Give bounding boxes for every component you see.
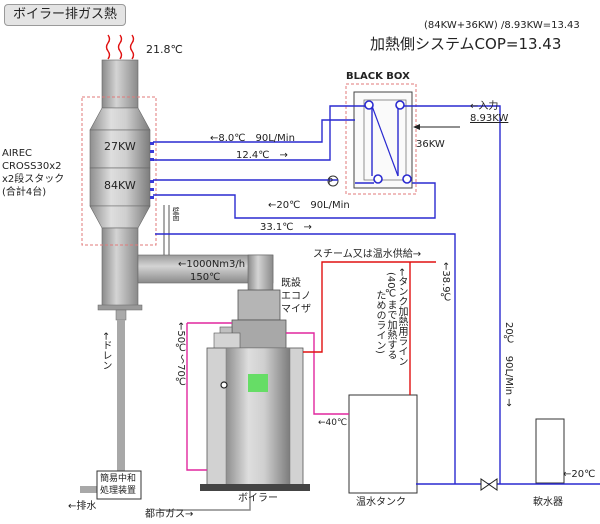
water-softener	[535, 418, 565, 484]
black-box-label: BLACK BOX	[346, 71, 410, 82]
hot-water-tank	[348, 394, 418, 494]
boiler-unit	[200, 332, 310, 491]
inlet-temperature: ←20℃	[563, 469, 596, 480]
tank-heating-line-note2: ためのライン)	[374, 290, 385, 354]
steam-supply-label: スチーム又は温水供給→	[313, 249, 422, 260]
heatpump-output-kw: 36KW	[416, 139, 445, 150]
temperature-50-70: ←50℃〜70℃	[175, 322, 186, 388]
flow-label-33c: 33.1℃ →	[260, 222, 312, 233]
exhaust-temperature: 21.8℃	[146, 43, 183, 56]
flow-label-12c: 12.4℃ →	[236, 150, 288, 161]
economizer-unit	[219, 289, 287, 351]
city-gas-line	[160, 491, 251, 511]
exhaust-flow-temperature: 150℃	[190, 272, 221, 283]
flow-label-8c: ←8.0℃ 90L/Min	[210, 133, 295, 144]
wall-label: 壁面	[172, 207, 180, 221]
boiler-label: ボイラー	[238, 493, 278, 504]
water-piping	[153, 105, 600, 485]
steam-supply-line	[303, 261, 436, 395]
pump-mark: P	[328, 177, 333, 186]
drain-pipe	[117, 320, 125, 490]
exhaust-flow-rate: ←1000Nm3/h	[178, 259, 246, 270]
tank-heating-line-note: (40℃まで加熱する	[385, 272, 396, 360]
heat-waves-icon	[105, 34, 135, 60]
airec-lower-kw: 84KW	[104, 179, 136, 192]
city-gas-label: 都市ガス→	[145, 509, 194, 520]
system-cop: 加熱側システムCOP=13.43	[370, 35, 562, 53]
cop-formula: (84KW+36KW) /8.93KW=13.43	[424, 20, 580, 31]
softener-label: 軟水器	[533, 497, 563, 508]
return-flow-label: 20℃ 90L/Min →	[503, 322, 514, 407]
exhaust-duct	[137, 254, 274, 296]
temperature-40: ←40℃	[318, 418, 348, 428]
input-label: ←入力	[470, 101, 499, 112]
neutralizer-box	[96, 470, 142, 500]
hot-water-tank-label: 温水タンク	[356, 497, 406, 508]
input-value: 8.93KW	[470, 113, 509, 124]
drainage-label: ←排水	[68, 501, 97, 512]
valve-icon	[480, 478, 498, 491]
airec-upper-kw: 27KW	[104, 140, 136, 153]
airec-dashed-box	[81, 96, 157, 246]
airec-stack	[89, 59, 154, 321]
flow-label-20c: ←20℃ 90L/Min	[268, 200, 350, 211]
tank-heating-line	[186, 323, 207, 471]
temperature-389: ←38.9℃	[440, 262, 451, 304]
drain-label: ←ドレン	[100, 332, 111, 371]
tank-heating-line-label: ←タンク加熱用ライン	[396, 268, 407, 367]
black-box-heatpump	[327, 83, 417, 195]
page-title: ボイラー排ガス熱	[4, 4, 127, 26]
